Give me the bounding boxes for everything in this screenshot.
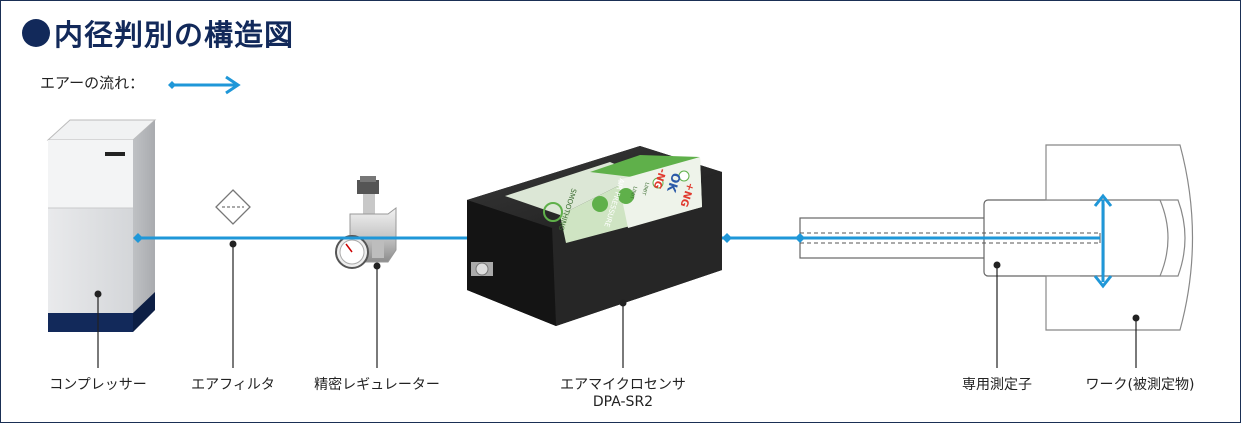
regulator-label: 精密レギュレーター [314, 377, 440, 393]
compressor-icon [46, 119, 157, 332]
title-bullet-icon [22, 19, 50, 47]
leader-lines [97, 244, 1137, 368]
workpiece-icon [1045, 144, 1194, 331]
leader-dots [94, 240, 1140, 322]
page-title: 内径判別の構造図 [22, 12, 294, 54]
panel-ok-label: OK [664, 171, 684, 195]
air-flow-line [133, 233, 1100, 243]
panel-limit-label-1: LIMIT [640, 181, 650, 196]
measurement-arrow-icon [1093, 193, 1113, 289]
panel-limit-label-2: LIMIT [628, 185, 638, 200]
air-micro-sensor-icon [467, 146, 722, 326]
flow-legend-label: エアーの流れ： [40, 74, 145, 92]
regulator-icon [335, 176, 397, 269]
probe-label: 専用測定子 [962, 377, 1032, 393]
sensor-name-label: エアマイクロセンサ [560, 377, 686, 393]
compressor-label: コンプレッサー [49, 377, 147, 393]
sensor-model-label: DPA-SR2 [592, 394, 654, 410]
title-text: 内径判別の構造図 [54, 18, 295, 52]
flow-legend-arrow-icon [168, 75, 241, 95]
air-filter-label: エアフィルタ [191, 377, 275, 393]
workpiece-label: ワーク(被測定物) [1085, 377, 1195, 393]
air-filter-icon [215, 189, 251, 225]
